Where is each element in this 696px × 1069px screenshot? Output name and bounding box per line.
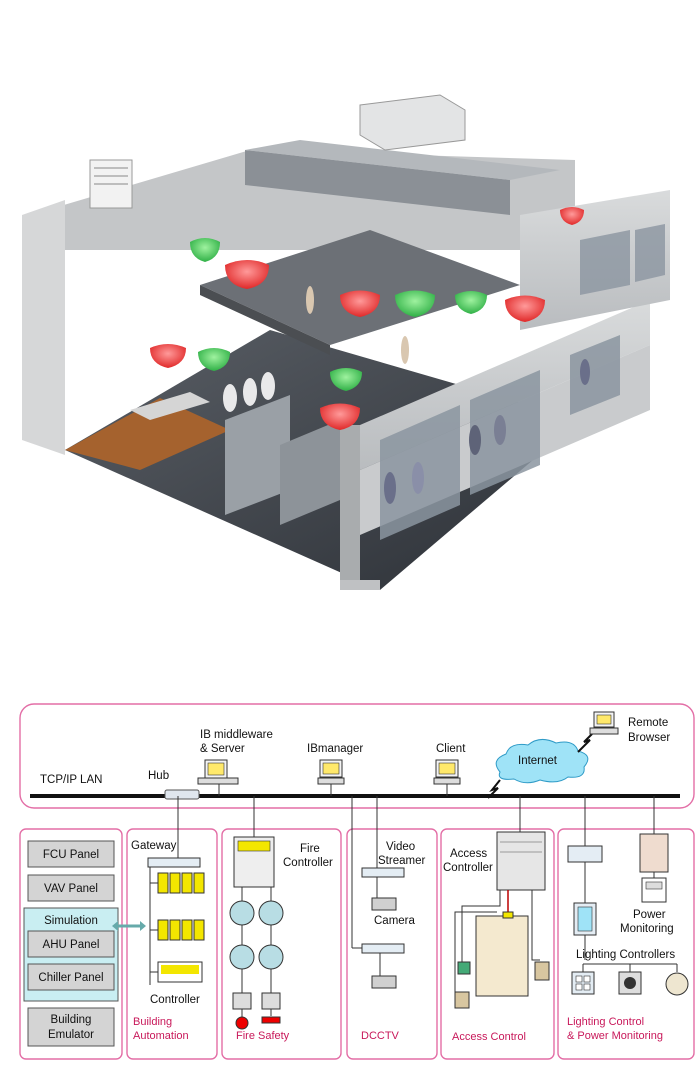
controller-module-icon-2 <box>157 919 205 941</box>
video-streamer-icon-2 <box>361 943 405 954</box>
dimmer-icon <box>618 971 642 995</box>
chiller-panel-label: Chiller Panel <box>38 972 103 984</box>
double-arrow-icon <box>112 921 146 931</box>
simulation-label: Simulation <box>44 915 98 927</box>
front-wall-side <box>340 425 360 580</box>
server-pc-icon <box>197 759 239 785</box>
power-meter-icon <box>639 833 669 873</box>
front-slab <box>340 580 380 590</box>
roof-ahu <box>359 94 466 151</box>
ahu-panel-label: AHU Panel <box>43 939 100 951</box>
access-controller-label-2: Controller <box>443 862 493 874</box>
lightning-icon-2 <box>577 733 593 753</box>
building-cutaway-illustration <box>22 94 670 590</box>
lighting-frame <box>557 828 695 1060</box>
network-architecture-diagram: TCP/IP LAN Hub IB middleware & Server IB… <box>19 703 695 1060</box>
switch-panel-icon <box>571 971 595 995</box>
chiller-panel-button <box>27 963 115 991</box>
lighting-controller-icon <box>567 845 603 863</box>
ceiling-duct-top <box>245 140 560 180</box>
remote-label-2: Browser <box>628 732 670 744</box>
lighting-title-2: & Power Monitoring <box>567 1030 663 1042</box>
building-automation-title-1: Building <box>133 1016 172 1028</box>
remote-label-1: Remote <box>628 717 668 729</box>
lightning-icon <box>487 779 501 799</box>
video-streamer-label-1: Video <box>386 841 415 853</box>
ibmanager-label: IBmanager <box>307 743 363 755</box>
left-wall <box>22 200 65 455</box>
lan-label: TCP/IP LAN <box>40 774 102 786</box>
access-controller-icon <box>496 831 546 891</box>
exit-button-icon <box>534 961 550 981</box>
vav-panel-button <box>27 874 115 902</box>
smoke-detector-icons <box>229 900 284 970</box>
power-monitoring-label-1: Power <box>633 909 666 921</box>
middleware-label-2: & Server <box>200 743 245 755</box>
mannequins <box>223 286 590 504</box>
fire-controller-label-1: Fire <box>300 843 320 855</box>
access-controller-label-1: Access <box>450 848 487 860</box>
fcu-panel-label: FCU Panel <box>43 849 99 861</box>
building-emulator-button <box>27 1007 115 1047</box>
ceiling-duct <box>245 150 510 215</box>
dcctv-frame <box>346 828 438 1060</box>
fire-safety-title: Fire Safety <box>236 1030 290 1042</box>
camera-label: Camera <box>374 915 416 927</box>
vav-panel-label: VAV Panel <box>44 883 98 895</box>
gateway-device-icon <box>147 857 201 868</box>
client-pc-icon <box>433 759 461 785</box>
middleware-label-1: IB middleware <box>200 729 273 741</box>
power-display-icon <box>641 877 667 903</box>
card-reader-icon <box>457 961 471 975</box>
office-floor <box>65 398 230 470</box>
access-control-frame <box>440 828 555 1060</box>
building-automation-frame <box>126 828 218 1060</box>
mezzanine-floor <box>200 230 520 345</box>
building-automation-title-2: Automation <box>133 1030 189 1042</box>
controller-label: Controller <box>150 994 200 1006</box>
hub-label: Hub <box>148 770 169 782</box>
video-streamer-label-2: Streamer <box>378 855 425 867</box>
fcu-units <box>150 207 584 430</box>
fire-alarm-icons <box>232 992 281 1030</box>
mezzanine-edge <box>200 285 330 355</box>
lan-frame <box>19 703 695 809</box>
panels-frame <box>19 828 123 1060</box>
fire-controller-label-2: Controller <box>283 857 333 869</box>
access-control-title: Access Control <box>452 1031 526 1043</box>
fcu-panel-button <box>27 840 115 868</box>
video-streamer-icon <box>361 867 405 878</box>
ahu-panel-button <box>27 930 115 958</box>
office-desk <box>130 392 210 420</box>
controller-module-icon <box>157 872 205 894</box>
ibmanager-pc-icon <box>317 759 345 785</box>
fire-safety-frame <box>221 828 342 1060</box>
client-label: Client <box>436 743 466 755</box>
remote-pc-icon <box>589 711 619 735</box>
internet-cloud-icon <box>495 739 589 784</box>
lighting-controllers-label: Lighting Controllers <box>576 949 675 961</box>
shelving <box>225 395 290 515</box>
gateway-label: Gateway <box>131 840 177 852</box>
internet-label: Internet <box>518 755 558 767</box>
dcctv-title: DCCTV <box>361 1030 400 1042</box>
camera-icon <box>371 897 397 911</box>
power-monitoring-label-2: Monitoring <box>620 923 674 935</box>
hub-icon <box>164 789 200 800</box>
emulator-label-1: Building <box>51 1014 92 1026</box>
keypad-icon <box>454 991 470 1009</box>
door-icon <box>475 915 529 997</box>
lighting-title-1: Lighting Control <box>567 1016 644 1028</box>
emulator-label-2: Emulator <box>48 1029 94 1041</box>
camera-icon-2 <box>371 975 397 989</box>
light-sensor-icon <box>665 972 689 996</box>
